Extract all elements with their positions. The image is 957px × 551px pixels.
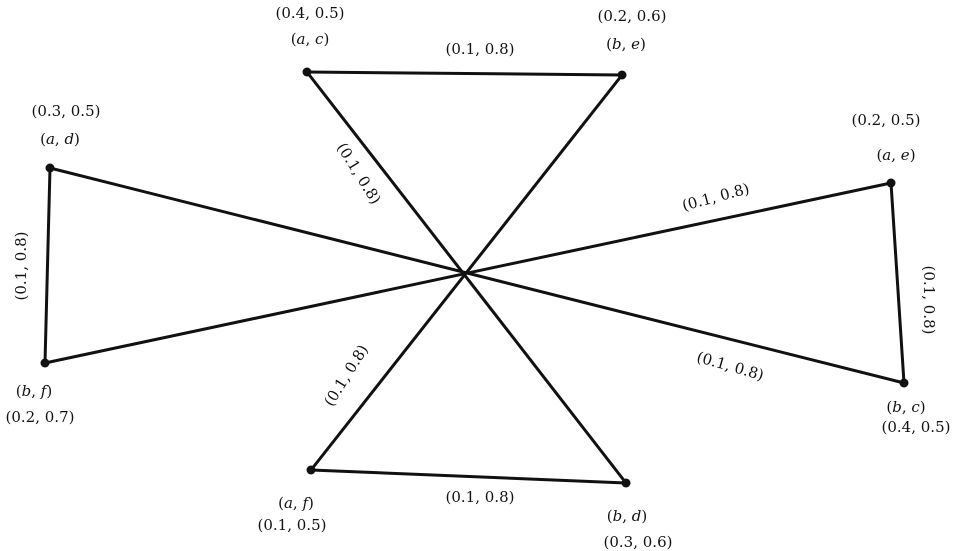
edge-label-ac-be_top: (0.1, 0.8) [446,40,515,58]
edges [43,70,906,485]
vertex-name-bc: (b, c) [886,398,925,416]
vertex-name-bd: (b, d) [607,507,647,525]
vertex-bf [40,358,50,368]
edge-label-ad-bc: (0.1, 0.8) [695,348,766,384]
vertex-bc [899,378,909,388]
vertex-name-ae: (a, e) [876,146,915,164]
vertex-ae [886,178,896,188]
vertex-be_top [617,70,627,80]
edge-label-ac-bd: (0.1, 0.8) [333,139,385,207]
vertex-name-ad: (a, d) [40,130,80,148]
edge-ae-bc [889,181,906,385]
vertex-value-bc: (0.4, 0.5) [882,418,951,436]
vertex-value-af: (0.1, 0.5) [258,516,327,534]
labels: (0.1, 0.8) (0.1, 0.8) (0.1, 0.8) (0.1, 0.8)… [6,4,951,551]
vertex-value-be_top: (0.2, 0.6) [598,7,667,25]
vertex-value-bf: (0.2, 0.7) [6,408,75,426]
vertex-ac [302,67,312,77]
edge-label-ae-bc: (0.1, 0.8) [920,266,938,335]
edge-label-bf-ae: (0.1, 0.8) [680,179,751,214]
vertex-af [306,465,316,475]
edge-ad-bf [43,166,52,365]
edge-ac-be_top [305,70,624,77]
vertex-name-bf: (b, f) [16,382,52,400]
edge-label-be_top-af: (0.1, 0.8) [320,341,372,409]
edge-ac-bd [305,70,628,485]
edge-ad-bc [48,166,906,385]
edge-label-af-bd: (0.1, 0.8) [446,488,515,506]
vertex-value-ae: (0.2, 0.5) [852,111,921,129]
vertex-ad [45,163,55,173]
vertex-name-ac: (a, c) [291,30,330,48]
vertex-value-ac: (0.4, 0.5) [276,4,345,22]
vertex-value-bd: (0.3, 0.6) [604,533,673,551]
vertex-value-ad: (0.3, 0.5) [32,102,101,120]
edge-bf-ae [43,181,893,365]
vertices [40,67,909,488]
vertex-name-af: (a, f) [278,494,314,512]
vertex-name-be_top: (b, e) [606,35,646,53]
vertex-bd [621,478,631,488]
edge-af-bd [309,468,628,485]
edge-label-ad-bf: (0.1, 0.8) [12,232,30,301]
